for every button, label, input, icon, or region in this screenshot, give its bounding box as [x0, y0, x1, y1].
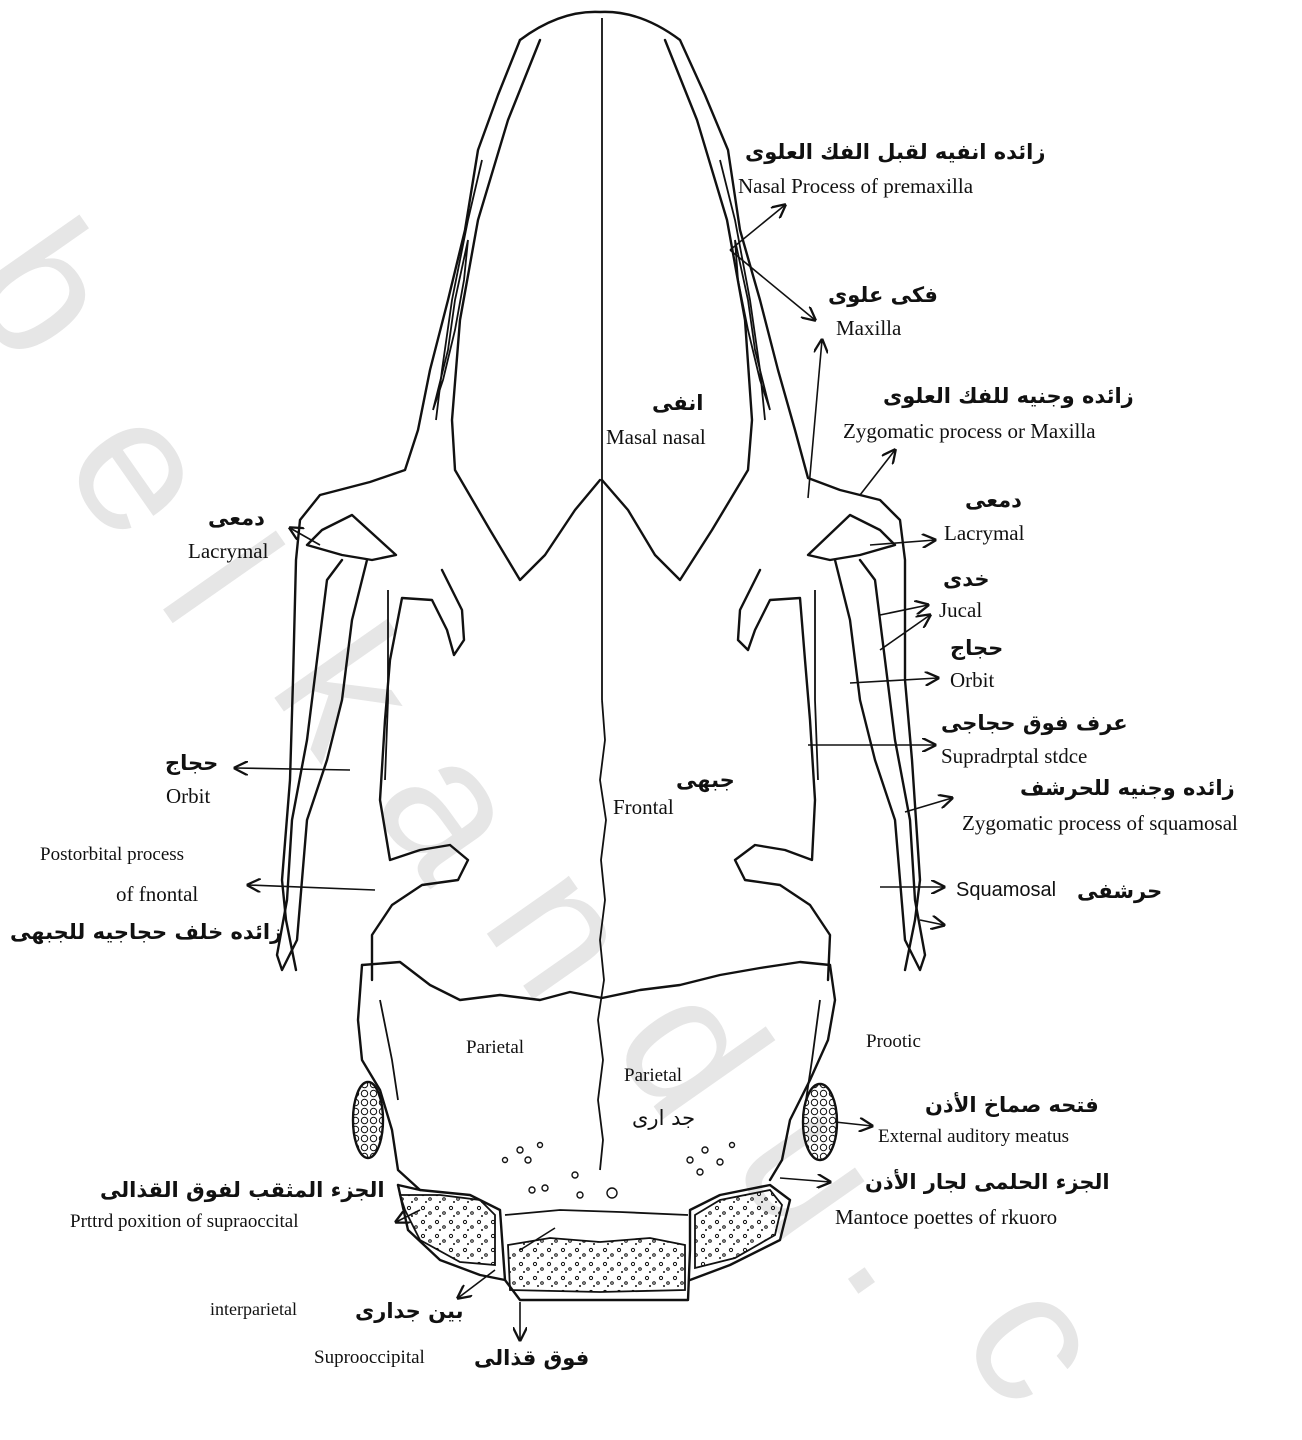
label-squamosal-ar: حرشفى: [1077, 881, 1162, 902]
label-lacrymal-right-ar: دمعى: [965, 490, 1022, 511]
label-postorbital-en-1: Postorbital process: [40, 845, 184, 864]
label-orbit-right-en: Orbit: [950, 670, 994, 691]
label-zygomatic-maxilla-en: Zygomatic process or Maxilla: [843, 421, 1096, 442]
nasal-bone-left: [452, 40, 600, 580]
label-supraoccipital-en: Suprooccipital: [314, 1348, 425, 1367]
perforated-supraoccipital-left: [400, 1195, 495, 1265]
coronal-suture: [362, 962, 830, 1000]
label-zygomatic-squamosal-ar: زائده وجنيه للحرشف: [1020, 778, 1235, 799]
label-frontal-en: Frontal: [613, 797, 674, 818]
label-orbit-left-ar: حجاج: [165, 753, 218, 774]
label-interparietal-en: interparietal: [210, 1300, 297, 1318]
label-frontal-ar: جبهى: [676, 770, 735, 791]
label-lacrymal-right-en: Lacrymal: [944, 523, 1024, 544]
label-parietal-left: Parietal: [466, 1038, 524, 1057]
leader-lines: [235, 205, 952, 1340]
label-ear-ar: فتحه صماخ الأذن: [925, 1095, 1099, 1116]
ear-bulla-right: [803, 1084, 837, 1160]
label-parietal-right: Parietal: [624, 1066, 682, 1085]
label-jugal-ar: خدى: [943, 569, 990, 590]
label-nasal-en: Masal nasal: [606, 427, 706, 448]
supraoccipital-body: [508, 1238, 685, 1292]
label-supraoccipital-ar: فوق قذالى: [474, 1348, 589, 1369]
label-perforated-en: Prttrd poxition of supraoccital: [70, 1212, 298, 1231]
label-ear-en: External auditory meatus: [878, 1127, 1069, 1146]
label-supraorbital-en: Supradrptal stdce: [941, 746, 1087, 767]
lacrymal-right: [808, 515, 895, 560]
label-maxilla-ar: فكى علوى: [828, 285, 938, 306]
label-zygomatic-maxilla-ar: زائده وجنيه للفك العلوى: [883, 386, 1134, 407]
label-squamosal-en: Squamosal: [956, 880, 1056, 900]
label-orbit-right-ar: حجاج: [950, 638, 1003, 659]
ear-bulla-left: [353, 1082, 383, 1158]
label-nasal-process-ar: زائده انفيه لقبل الفك العلوى: [745, 142, 1045, 163]
label-postorbital-ar: زائده خلف حجاجيه للجبهى: [10, 922, 282, 943]
label-orbit-left-en: Orbit: [166, 786, 210, 807]
label-supraorbital-ar: عرف فوق حجاجى: [941, 713, 1128, 734]
label-lacrymal-left-ar: دمعى: [208, 508, 265, 529]
label-jugal-en: Jucal: [939, 600, 982, 621]
label-interparietal-ar: بين جدارى: [355, 1301, 463, 1322]
nasal-bone-right: [602, 40, 752, 580]
label-postorbital-en-2: of fnontal: [116, 884, 198, 905]
label-lacrymal-left-en: Lacrymal: [188, 541, 268, 562]
label-nasal-process-en: Nasal Process of premaxilla: [738, 176, 973, 197]
label-nasal-ar: انفى: [652, 393, 703, 414]
orbit-margin-left: [372, 570, 468, 980]
label-prootic: Prootic: [866, 1032, 921, 1051]
label-mastoid-en: Mantoce poettes of rkuoro: [835, 1207, 1057, 1228]
skull-diagram: b e l k a n d u . c: [0, 0, 1302, 1381]
lacrymal-left: [307, 515, 396, 560]
label-maxilla-en: Maxilla: [836, 318, 901, 339]
label-perforated-ar: الجزء المثقب لفوق القذالى: [100, 1180, 385, 1201]
label-zygomatic-squamosal-en: Zygomatic process of squamosal: [962, 813, 1238, 834]
label-mastoid-ar: الجزء الحلمى لجار الأذن: [865, 1172, 1110, 1193]
label-parietal-ar: جد ارى: [632, 1108, 695, 1129]
foramina: [503, 1143, 735, 1199]
